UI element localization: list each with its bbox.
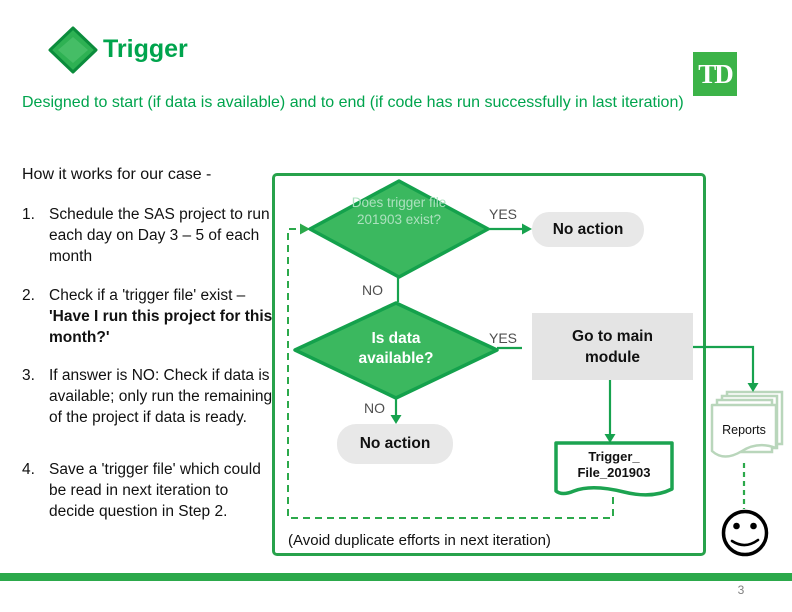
trigger-file-line2: File_201903	[577, 465, 651, 480]
step-text: Schedule the SAS project to run each day…	[49, 206, 270, 265]
trigger-file-doc-shape	[554, 441, 674, 497]
step-text-normal: Check if a 'trigger file' exist –	[49, 287, 246, 304]
step-number: 2.	[22, 287, 35, 304]
feedback-dashed-line	[287, 228, 614, 519]
step-item-3: 3. If answer is NO: Check if data is ava…	[22, 365, 274, 428]
footer-bar	[0, 573, 792, 581]
smiley-icon	[721, 509, 769, 557]
step-number: 3.	[22, 367, 35, 384]
no-action-box-bottom: No action	[337, 424, 453, 464]
td-logo: TD	[693, 52, 737, 96]
step-item-2: 2. Check if a 'trigger file' exist – 'Ha…	[22, 285, 274, 348]
yes-label-2: YES	[489, 330, 518, 346]
step-item-1: 1. Schedule the SAS project to run each …	[22, 204, 274, 267]
no-action-box-top: No action	[532, 212, 644, 247]
step-text: Check if a 'trigger file' exist – 'Have …	[49, 285, 274, 348]
trigger-file-label: Trigger_ File_201903	[556, 449, 672, 481]
step-text-bold: 'Have I run this project for this month?…	[49, 308, 273, 346]
go-to-main-module-box: Go to main module	[532, 313, 693, 380]
step-number: 1.	[22, 206, 35, 223]
page-number: 3	[737, 583, 745, 597]
flow-connectors	[394, 227, 755, 436]
step-text: Save a 'trigger file' which could be rea…	[49, 461, 261, 520]
step-text: If answer is NO: Check if data is availa…	[49, 367, 273, 426]
trigger-file-line1: Trigger_	[588, 449, 640, 464]
no-label-2: NO	[364, 400, 385, 416]
flowchart-frame	[272, 173, 706, 556]
subtitle: Designed to start (if data is available)…	[22, 94, 684, 111]
title-diamond-icon	[48, 26, 98, 74]
no-label-1: NO	[362, 282, 383, 298]
section-heading: How it works for our case -	[22, 166, 212, 183]
feedback-arrowhead	[300, 223, 310, 235]
step-number: 4.	[22, 461, 35, 478]
reports-stack	[710, 390, 784, 458]
step-item-4: 4. Save a 'trigger file' which could be …	[22, 459, 274, 522]
go-to-main-module-label: Go to main module	[572, 327, 653, 366]
flow-arrowheads	[390, 223, 759, 443]
flowchart-caption: (Avoid duplicate efforts in next iterati…	[288, 532, 551, 549]
decision-1-label: Does trigger file 201903 exist?	[351, 195, 447, 227]
page-title: Trigger	[103, 35, 188, 63]
reports-label: Reports	[722, 423, 766, 437]
yes-label-1: YES	[489, 206, 518, 222]
decision-2-label: Is data available?	[358, 330, 434, 367]
